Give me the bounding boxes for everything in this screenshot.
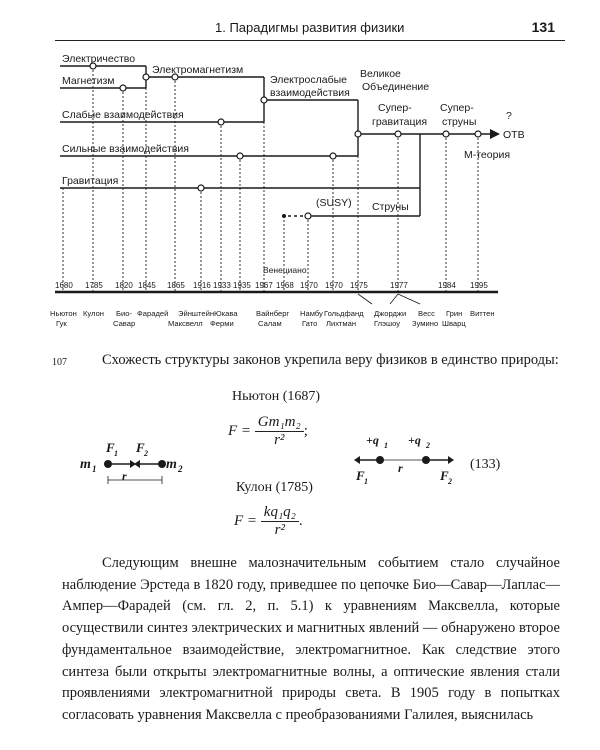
- unification-diagram: Электричество Магнетизм Слабые взаимодей…: [50, 53, 525, 328]
- label-electricity: Электричество: [62, 53, 135, 65]
- newton-label: Ньютон (1687): [232, 389, 321, 404]
- svg-text:1: 1: [114, 449, 118, 458]
- label-question: ?: [506, 110, 512, 122]
- label-supergravity-1: Супер-: [378, 102, 412, 114]
- year-label: 1970: [325, 281, 343, 290]
- svg-text:2: 2: [425, 441, 430, 450]
- svg-text:m: m: [166, 457, 177, 472]
- svg-text:F: F: [135, 440, 145, 455]
- paragraph-number: 107: [52, 357, 67, 368]
- svg-text:+q: +q: [366, 433, 379, 447]
- scientist-name: Шварц: [442, 319, 466, 328]
- scientist-name: Юкава: [214, 309, 238, 318]
- svg-text:F: F: [105, 440, 115, 455]
- label-veneziano: Венециано: [263, 265, 307, 275]
- year-label: 1970: [300, 281, 318, 290]
- year-label: 1984: [438, 281, 456, 290]
- year-label: 1785: [85, 281, 103, 290]
- scientist-name: Весс: [418, 309, 435, 318]
- label-toe: ОТВ: [503, 129, 525, 141]
- label-grand-2: Объединение: [362, 81, 429, 93]
- year-label: 1916: [193, 281, 211, 290]
- scientist-name: Био-: [116, 309, 132, 318]
- label-susy: (SUSY): [316, 197, 352, 209]
- year-label: 1975: [350, 281, 368, 290]
- label-electroweak-2: взаимодействия: [270, 87, 350, 99]
- year-label: 1995: [470, 281, 488, 290]
- svg-text:F: F: [355, 468, 365, 483]
- year-label: 1933: [213, 281, 231, 290]
- scientist-name: Вайнберг: [256, 309, 289, 318]
- intro-text: Схожесть структуры законов укрепила веру…: [102, 352, 559, 368]
- scientist-name: Савар: [113, 319, 135, 328]
- year-label: 1935: [233, 281, 251, 290]
- label-electroweak-1: Электрослабые: [270, 74, 347, 86]
- svg-text:2: 2: [177, 464, 183, 474]
- year-label: 1680: [55, 281, 73, 290]
- coulomb-label: Кулон (1785): [236, 480, 313, 495]
- running-head: 1. Парадигмы развития физики 131: [55, 18, 565, 41]
- scientist-name: Джорджи: [374, 309, 406, 318]
- body-paragraph: Следующим внешне малозначительным событи…: [62, 555, 560, 723]
- year-label: 1968: [276, 281, 294, 290]
- newton-formula: F = Gm₁m₂ r² ;: [228, 414, 308, 448]
- scientist-name: Виттен: [470, 309, 495, 318]
- label-superstrings-2: струны: [442, 116, 476, 128]
- svg-text:1: 1: [364, 477, 368, 486]
- svg-text:+q: +q: [408, 433, 421, 447]
- equation-number: (133): [470, 457, 501, 472]
- svg-text:r: r: [122, 469, 127, 483]
- svg-text:2: 2: [143, 449, 148, 458]
- page-number: 131: [531, 19, 555, 35]
- coulomb-force-diagram: +q 1 +q 2 F 1 F 2 r: [354, 433, 454, 486]
- scientist-name: Фарадей: [137, 309, 168, 318]
- label-grand-1: Великое: [360, 68, 401, 80]
- scientist-name: Максвелл: [168, 319, 203, 328]
- label-mtheory: М-теория: [464, 149, 510, 161]
- coulomb-formula: F = kq₁q₂ r² .: [234, 504, 303, 538]
- scientist-name: Кулон: [83, 309, 104, 318]
- scientist-name: Лихтман: [326, 319, 356, 328]
- scientist-name: Намбу: [300, 309, 323, 318]
- svg-text:1: 1: [384, 441, 388, 450]
- scientist-name: Глэшоу: [374, 319, 400, 328]
- label-strings: Струны: [372, 201, 409, 213]
- scientist-name: Ньютон: [50, 309, 77, 318]
- year-label: 1820: [115, 281, 133, 290]
- svg-text:F: F: [439, 468, 449, 483]
- label-gravity: Гравитация: [62, 175, 118, 187]
- svg-text:2: 2: [447, 477, 452, 486]
- svg-text:r: r: [398, 461, 403, 475]
- scientist-name: Гольдфанд: [324, 309, 364, 318]
- label-superstrings-1: Супер-: [440, 102, 474, 114]
- scientist-name: Салам: [258, 319, 282, 328]
- year-label: 1977: [390, 281, 408, 290]
- label-magnetism: Магнетизм: [62, 75, 115, 87]
- label-supergravity-2: гравитация: [372, 116, 427, 128]
- label-electromagnetism: Электромагнетизм: [152, 64, 243, 76]
- year-label: 1845: [138, 281, 156, 290]
- svg-text:1: 1: [92, 464, 97, 474]
- label-strong: Сильные взаимодействия: [62, 143, 189, 155]
- label-weak: Слабые взаимодействия: [62, 109, 184, 121]
- running-head-title: 1. Парадигмы развития физики: [215, 20, 405, 35]
- scientist-name: Эйнштейн: [178, 309, 214, 318]
- year-label: 1967: [255, 281, 273, 290]
- scientist-name: Гато: [302, 319, 317, 328]
- scientist-name: Гук: [56, 319, 67, 328]
- arrow-head-icon: [490, 129, 500, 139]
- svg-text:m: m: [80, 457, 91, 472]
- gravity-force-diagram: m 1 m 2 F 1 F 2 r: [80, 440, 183, 484]
- scientist-name: Ферми: [210, 319, 234, 328]
- scientist-name: Зумино: [412, 319, 438, 328]
- year-label: 1865: [167, 281, 185, 290]
- scientist-name: Грин: [446, 309, 462, 318]
